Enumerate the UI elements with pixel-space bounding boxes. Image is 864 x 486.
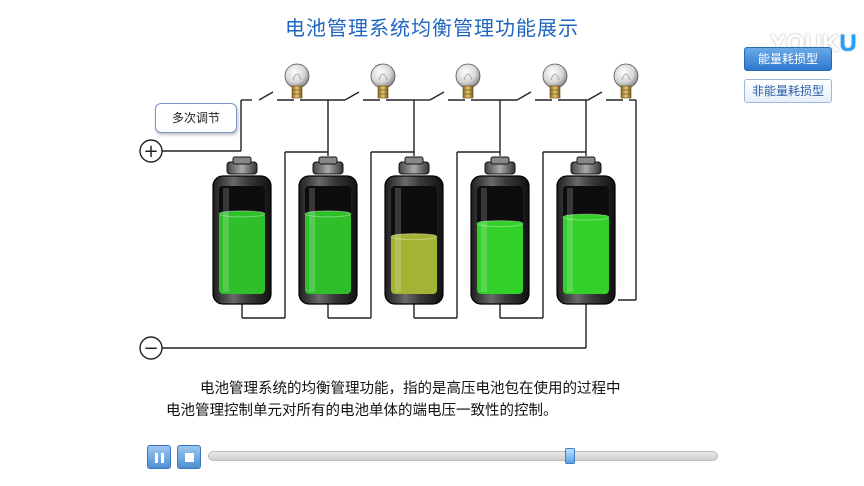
progress-track[interactable] (208, 451, 718, 461)
stop-icon (185, 453, 194, 462)
watermark-text-end: U (839, 30, 857, 57)
bulb-icon (370, 63, 396, 99)
bulb-icon (542, 63, 568, 99)
battery-charge-level (219, 211, 265, 294)
bulb-icon (455, 63, 481, 99)
description: 电池管理系统的均衡管理功能，指的是高压电池包在使用的过程中 电池管理控制单元对所… (166, 378, 706, 422)
bulb-icon (613, 63, 639, 99)
adjust-button[interactable]: 多次调节 (155, 103, 237, 133)
energy-loss-button[interactable]: 能量耗损型 (744, 47, 832, 71)
battery-charge-level (391, 234, 437, 294)
description-line-2: 电池管理控制单元对所有的电池单体的端电压一致性的控制。 (166, 403, 558, 419)
positive-label: + (143, 141, 158, 162)
page-title: 电池管理系统均衡管理功能展示 (285, 16, 579, 40)
positive-terminal: + (139, 139, 163, 163)
battery-icon (384, 156, 444, 305)
bulb-icon (284, 63, 310, 99)
negative-terminal: − (139, 336, 163, 360)
description-line-1: 电池管理系统的均衡管理功能，指的是高压电池包在使用的过程中 (200, 381, 621, 397)
negative-label: − (143, 338, 158, 359)
battery-charge-level (305, 211, 351, 294)
pause-button[interactable] (147, 445, 171, 469)
progress-thumb[interactable] (565, 448, 576, 464)
battery-charge-level (477, 221, 523, 294)
battery-charge-level (563, 215, 609, 294)
non-energy-loss-button[interactable]: 非能量耗损型 (744, 79, 832, 103)
battery-icon (556, 156, 616, 305)
battery-icon (298, 156, 358, 305)
stop-button[interactable] (177, 445, 201, 469)
battery-icon (212, 156, 272, 305)
battery-icon (470, 156, 530, 305)
pause-icon (155, 453, 158, 463)
wires (162, 91, 637, 349)
batteries (212, 156, 616, 305)
bulbs (284, 63, 639, 99)
